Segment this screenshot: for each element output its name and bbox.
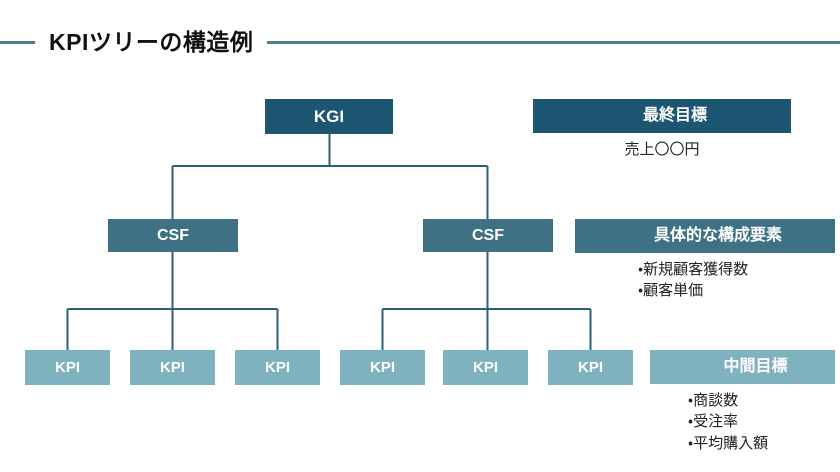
node-csf-2[interactable]: CSF: [423, 219, 553, 252]
list-item: ・商談数: [688, 392, 739, 409]
node-kpi-2[interactable]: KPI: [130, 350, 215, 385]
list-item: ・受注率: [688, 413, 739, 431]
callout-components-banner: 具体的な構成要素: [575, 219, 835, 253]
node-kpi-3[interactable]: KPI: [235, 350, 320, 385]
callout-intermediate-goal-list: ・商談数 ・受注率 ・平均購入額: [650, 384, 835, 454]
callout-final-goal-subtext: 売上〇〇円: [624, 141, 700, 158]
callout-intermediate-goal: 中間目標 ・商談数 ・受注率 ・平均購入額: [650, 350, 835, 454]
node-kpi-6[interactable]: KPI: [548, 350, 633, 385]
node-kpi-4[interactable]: KPI: [340, 350, 425, 385]
callout-final-goal-heading: 最終目標: [642, 107, 707, 124]
left-arrow-icon: [650, 350, 676, 384]
node-kpi-5[interactable]: KPI: [443, 350, 528, 385]
callout-final-goal: 最終目標 売上〇〇円: [533, 99, 791, 160]
node-kgi[interactable]: KGI: [265, 99, 393, 134]
page-title: KPIツリーの構造例: [49, 28, 254, 55]
callout-intermediate-goal-heading: 中間目標: [723, 358, 788, 375]
title-rule-right: [267, 40, 840, 44]
list-item: ・平均購入額: [688, 434, 769, 452]
title-rule-left: [0, 40, 35, 44]
left-arrow-icon: [533, 99, 559, 133]
list-item: ・新規顧客獲得数: [638, 261, 749, 278]
callout-components-list: ・新規顧客獲得数 ・顧客単価: [575, 253, 835, 302]
list-item: ・顧客単価: [638, 282, 704, 300]
node-kpi-1[interactable]: KPI: [25, 350, 110, 385]
left-arrow-icon: [575, 219, 601, 253]
callout-intermediate-goal-banner: 中間目標: [650, 350, 835, 384]
callout-final-goal-banner: 最終目標: [533, 99, 791, 133]
slide-title-row: KPIツリーの構造例: [0, 25, 840, 59]
node-csf-1[interactable]: CSF: [108, 219, 238, 252]
callout-components-heading: 具体的な構成要素: [653, 227, 782, 244]
callout-components: 具体的な構成要素 ・新規顧客獲得数 ・顧客単価: [575, 219, 835, 302]
